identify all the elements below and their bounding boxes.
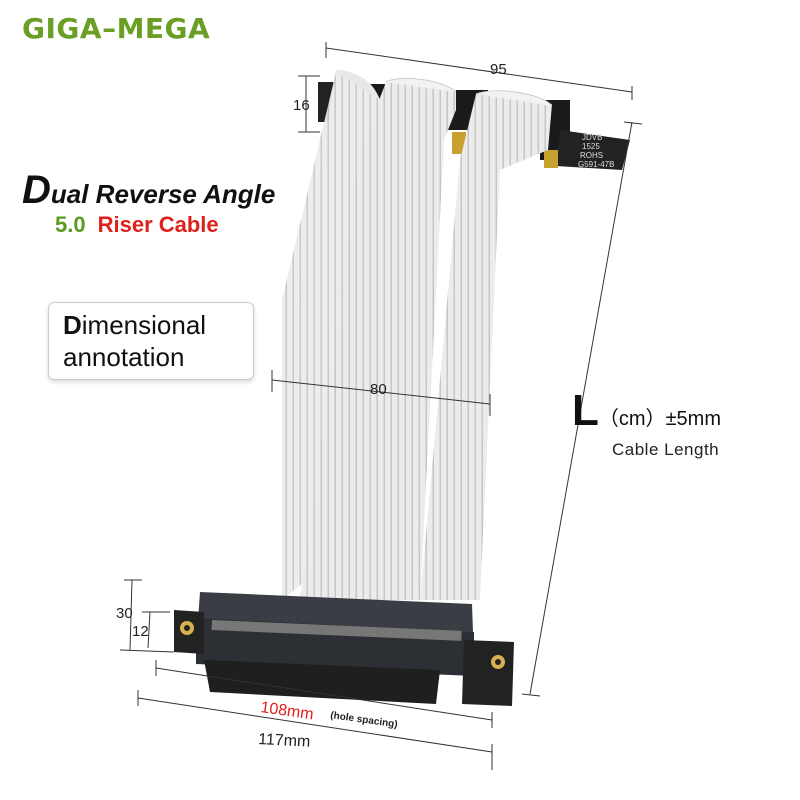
- cable-length-caption: Cable Length: [612, 440, 720, 459]
- conn-label-4: G591-47B: [578, 160, 614, 169]
- annot-line2: annotation: [63, 342, 185, 372]
- dim-hole-spacing: 108mm: [259, 699, 314, 723]
- length-annotation: L（cm）±5mm: [572, 386, 721, 436]
- length-tolerance: ±5mm: [665, 408, 721, 430]
- connector-label-text: JDVB 1525 ROHS G591-47B: [578, 133, 614, 169]
- brand-suffix: MEGA: [116, 12, 211, 45]
- dim-hole-spacing-note: (hole spacing): [330, 710, 399, 730]
- brand-logo: GIGA–MEGA: [22, 12, 210, 45]
- dim-top-height: 16: [293, 97, 310, 114]
- dim-slot-height-inner: 12: [132, 623, 149, 640]
- conn-label-2: 1525: [582, 142, 600, 151]
- ribbon-cables: [282, 70, 553, 600]
- dim-slot-height-outer: 30: [116, 605, 133, 622]
- product-title-line1: Dual Reverse Angle: [22, 168, 275, 213]
- dimensional-annotation-box: Dimensional annotation: [48, 302, 254, 380]
- title-initial: D: [22, 168, 51, 212]
- annot-initial: D: [63, 310, 82, 340]
- dimension-lines: [119, 42, 643, 770]
- length-unit: （cm）: [598, 408, 666, 430]
- dim-slot-width: 117mm: [258, 731, 311, 751]
- conn-label-3: ROHS: [580, 151, 603, 160]
- product-title-line2: 5.0 Riser Cable: [55, 212, 219, 238]
- brand-prefix: GIGA: [22, 12, 103, 45]
- title-product: Riser Cable: [97, 212, 219, 237]
- brand-dash: –: [102, 12, 117, 45]
- title-rest: ual Reverse Angle: [50, 179, 276, 209]
- annot-line1: imensional: [81, 310, 207, 340]
- dim-top-width: 95: [490, 61, 507, 78]
- length-symbol: L: [572, 386, 599, 435]
- title-version: 5.0: [55, 212, 86, 237]
- dim-cable-width: 80: [370, 381, 387, 398]
- pcie-slot-connector: [174, 592, 514, 706]
- conn-label-1: JDVB: [582, 133, 602, 142]
